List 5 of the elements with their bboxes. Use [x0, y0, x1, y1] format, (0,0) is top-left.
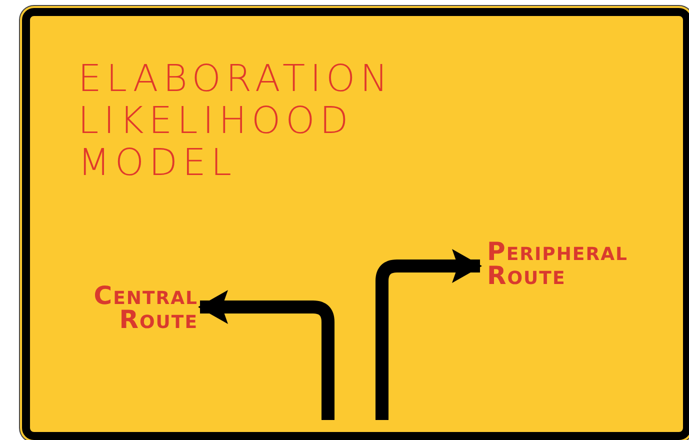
turn-arrow [198, 290, 334, 420]
turn-arrow [376, 249, 482, 420]
route-label: Peripheral Route [487, 240, 647, 288]
sign-title: ELABORATION LIKELIHOOD MODEL [78, 58, 394, 184]
route-label: Central Route [74, 284, 198, 332]
